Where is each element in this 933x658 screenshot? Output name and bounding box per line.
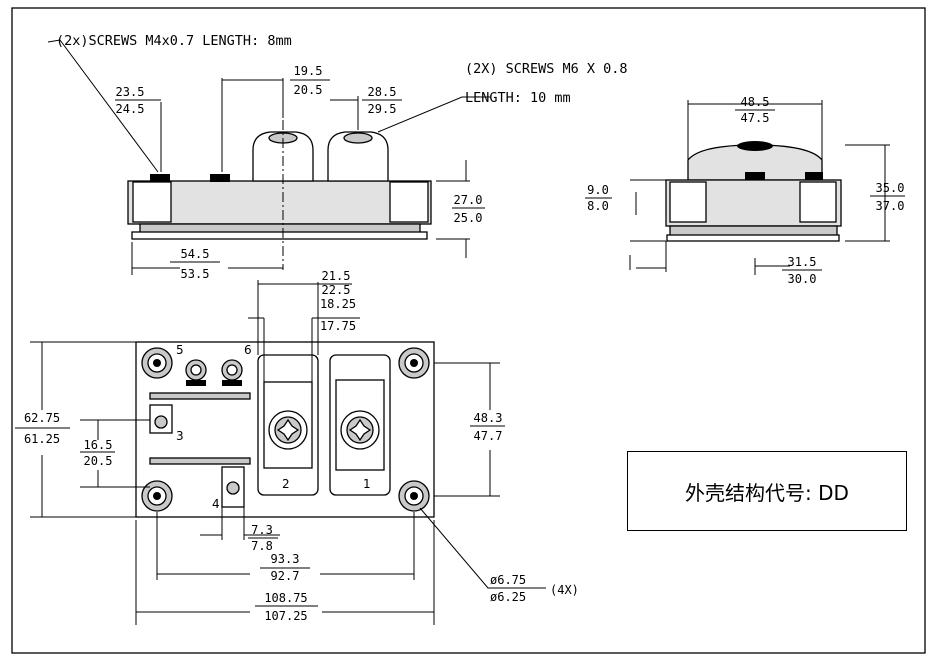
dim-19-5: 19.5: [294, 64, 323, 78]
dim-29-5: 29.5: [368, 102, 397, 116]
end-view-dimensions: 48.5 47.5 9.0 8.0 35.0 37.0 31.5 30.0: [585, 95, 905, 286]
dim-7-8: 7.8: [251, 539, 273, 553]
dim-22-5: 22.5: [322, 283, 351, 297]
dim-37-0: 37.0: [876, 199, 905, 213]
dim-93-3: 93.3: [271, 552, 300, 566]
dim-17-75: 17.75: [320, 319, 356, 333]
mount-hole-br: [398, 480, 430, 512]
dim-21-5: 21.5: [322, 269, 351, 283]
dim-30-0: 30.0: [788, 272, 817, 286]
note-m4-screws: (2x)SCREWS M4x0.7 LENGTH: 8mm: [56, 33, 292, 49]
top-body: [135, 341, 435, 518]
top-view: [135, 341, 435, 518]
dim-61-25: 61.25: [24, 432, 60, 446]
mount-hole-bl: [141, 480, 173, 512]
drawing-frame: [11, 7, 926, 654]
side-view-dimensions: 23.5 24.5 19.5 20.5 28.5 29.5 27.0 25.0 …: [47, 39, 490, 281]
pin-6-label: 6: [244, 343, 252, 357]
dim-107-25: 107.25: [264, 609, 307, 623]
dim-62-75: 62.75: [24, 411, 60, 425]
dim-31-5: 31.5: [788, 255, 817, 269]
pin-4-label: 4: [212, 497, 220, 511]
dim-48-5: 48.5: [741, 95, 770, 109]
dim-27-0: 27.0: [454, 193, 483, 207]
pin-1-label: 1: [363, 477, 371, 491]
end-view: [665, 141, 842, 242]
dim-48-3: 48.3: [474, 411, 503, 425]
dim-18-25: 18.25: [320, 297, 356, 311]
case-code-box: 外壳结构代号: DD: [627, 451, 907, 531]
note-m6-screws: (2X) SCREWS M6 X 0.8: [465, 61, 628, 77]
note-m6-length: LENGTH: 10 mm: [465, 90, 571, 106]
side-body: [127, 180, 432, 225]
dim-28-5: 28.5: [368, 85, 397, 99]
dim-47-5: 47.5: [741, 111, 770, 125]
pin-3-label: 3: [176, 429, 184, 443]
dim-35-0: 35.0: [876, 181, 905, 195]
hole-quantity: (4X): [550, 583, 579, 597]
dim-20-5: 20.5: [294, 83, 323, 97]
dim-dia-6-75: ø6.75: [490, 573, 526, 587]
dim-92-7: 92.7: [271, 569, 300, 583]
case-code-label: 外壳结构代号: DD: [685, 480, 849, 505]
dim-54-5: 54.5: [181, 247, 210, 261]
dim-47-7: 47.7: [474, 429, 503, 443]
dim-108-75: 108.75: [264, 591, 307, 605]
mount-hole-tr: [398, 347, 430, 379]
pin-2-label: 2: [282, 477, 290, 491]
top-view-dimensions: 21.5 22.5 18.25 17.75 62.75 61.25 16.5 2…: [15, 269, 579, 625]
dim-25-0: 25.0: [454, 211, 483, 225]
dim-16-5: 16.5: [84, 438, 113, 452]
dim-20-5: 20.5: [84, 454, 113, 468]
side-view: [127, 120, 432, 270]
dim-23-5: 23.5: [116, 85, 145, 99]
mount-hole-tl: [141, 347, 173, 379]
dim-53-5: 53.5: [181, 267, 210, 281]
dim-9-0: 9.0: [587, 183, 609, 197]
dim-7-3: 7.3: [251, 523, 273, 537]
dim-dia-6-25: ø6.25: [490, 590, 526, 604]
dim-24-5: 24.5: [116, 102, 145, 116]
dim-8-0: 8.0: [587, 199, 609, 213]
pin-5-label: 5: [176, 343, 184, 357]
